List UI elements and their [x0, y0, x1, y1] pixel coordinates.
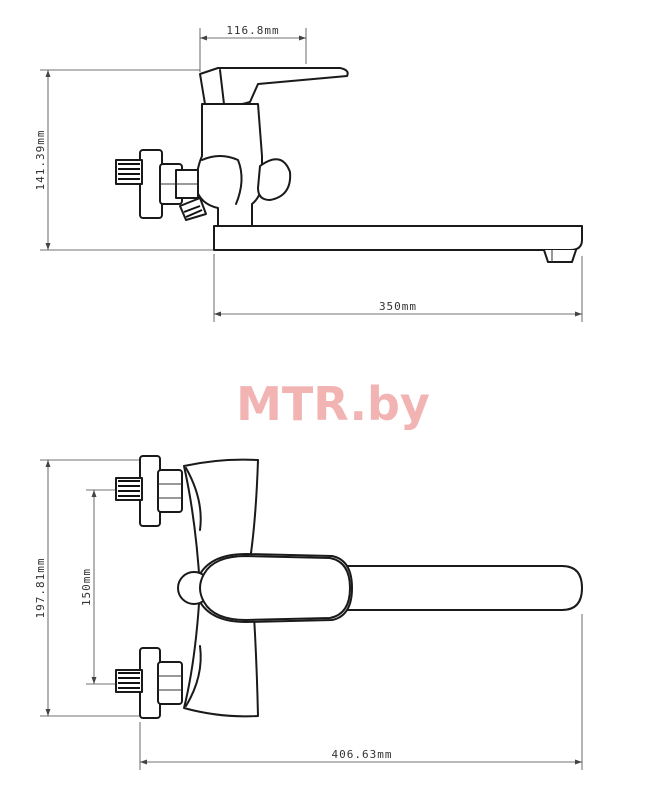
inlet-connector-left: [115, 149, 199, 219]
dimension-spout-length: 350mm: [213, 254, 583, 322]
dimension-total-length: 406.63mm: [139, 614, 583, 770]
spout: [213, 225, 583, 251]
watermark-logo: MTR.by: [236, 377, 430, 431]
dimension-label-handle-width: 116.8mm: [226, 24, 279, 37]
dimension-height: 141.39mm: [34, 69, 215, 251]
spout-front: [339, 565, 583, 611]
dimension-label-total-length: 406.63mm: [332, 748, 393, 761]
aerator-nut: [179, 197, 207, 221]
dimension-label-inlet-spacing: 150mm: [80, 568, 93, 606]
dimension-total-height: 197.81mm: [34, 459, 140, 717]
diverter-knob: [257, 158, 292, 201]
mixer-body: [195, 103, 263, 227]
front-view: 197.81mm 150mm: [34, 455, 583, 770]
inlet-connector-lower: [115, 647, 183, 719]
dimension-handle-width: 116.8mm: [199, 24, 307, 72]
dimension-label-spout-length: 350mm: [379, 300, 417, 313]
dimension-label-height: 141.39mm: [34, 130, 47, 191]
inlet-connector-upper: [115, 455, 183, 527]
dimension-inlet-spacing: 150mm: [80, 489, 124, 685]
dimension-label-total-height: 197.81mm: [34, 558, 47, 619]
side-view: 116.8mm 141.39mm: [34, 24, 583, 322]
